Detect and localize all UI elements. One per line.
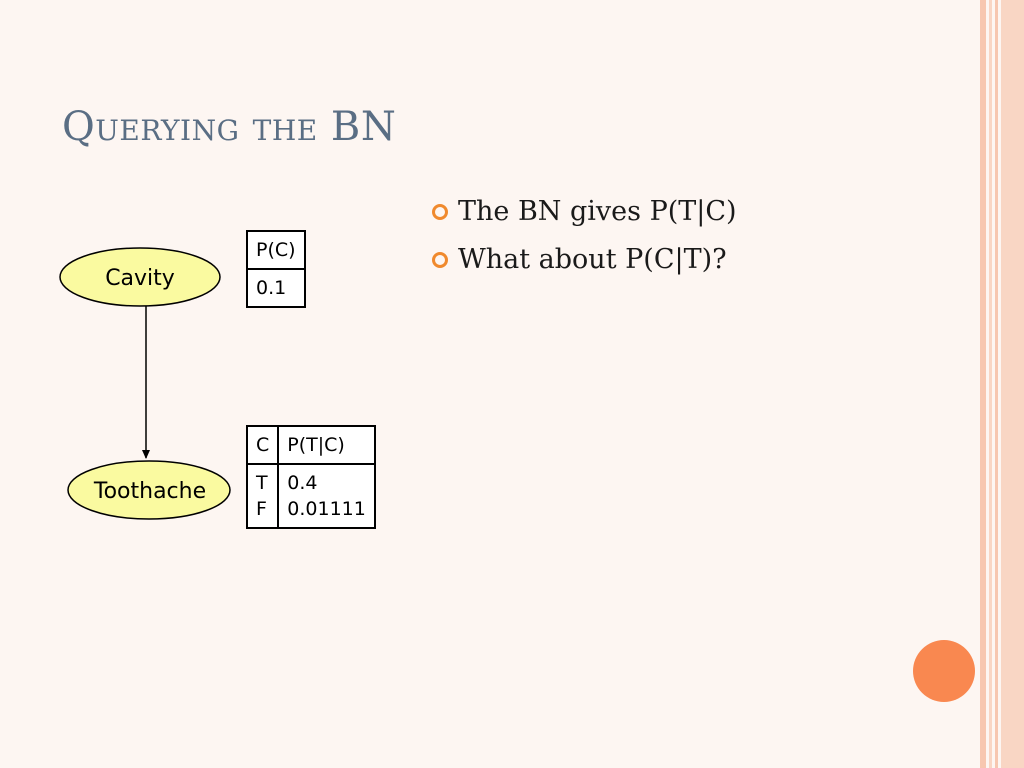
decor-stripe	[995, 0, 998, 768]
cpt-cavity-header: P(C)	[246, 230, 306, 270]
bullet-text: What about P(C|T)?	[458, 244, 727, 275]
cpt-cell: 0.01111	[287, 498, 366, 520]
cpt-toothache-header-c: C	[245, 425, 280, 465]
cpt-cell: T	[256, 472, 268, 494]
bullet-text: The BN gives P(T|C)	[458, 196, 737, 227]
cpt-cavity-table: P(C) 0.1	[246, 230, 306, 308]
bullet-list: The BN gives P(T|C) What about P(C|T)?	[430, 188, 737, 284]
cpt-toothache-table: C P(T|C) T F 0.4 0.01111	[245, 425, 376, 529]
cpt-toothache-header-p: P(T|C)	[277, 425, 376, 465]
decor-stripe	[1001, 0, 1024, 768]
cpt-cavity-value: 0.1	[246, 268, 306, 308]
node-cavity	[59, 247, 221, 307]
slide-title: Querying the BN	[62, 104, 397, 150]
decor-circle	[913, 640, 975, 702]
cpt-cell: F	[256, 498, 267, 520]
node-cavity-label: Cavity	[105, 266, 175, 291]
cpt-toothache-p-column: 0.4 0.01111	[277, 463, 376, 529]
node-toothache	[67, 460, 231, 520]
bullet-ring-icon	[432, 252, 448, 268]
decor-stripe	[980, 0, 986, 768]
decor-stripe	[989, 0, 992, 768]
cpt-toothache-c-column: T F	[245, 463, 280, 529]
bullet-item: The BN gives P(T|C)	[430, 188, 737, 236]
bullet-ring-icon	[432, 204, 448, 220]
cpt-cell: 0.4	[287, 472, 318, 494]
bullet-item: What about P(C|T)?	[430, 236, 737, 284]
node-toothache-label: Toothache	[93, 479, 206, 504]
